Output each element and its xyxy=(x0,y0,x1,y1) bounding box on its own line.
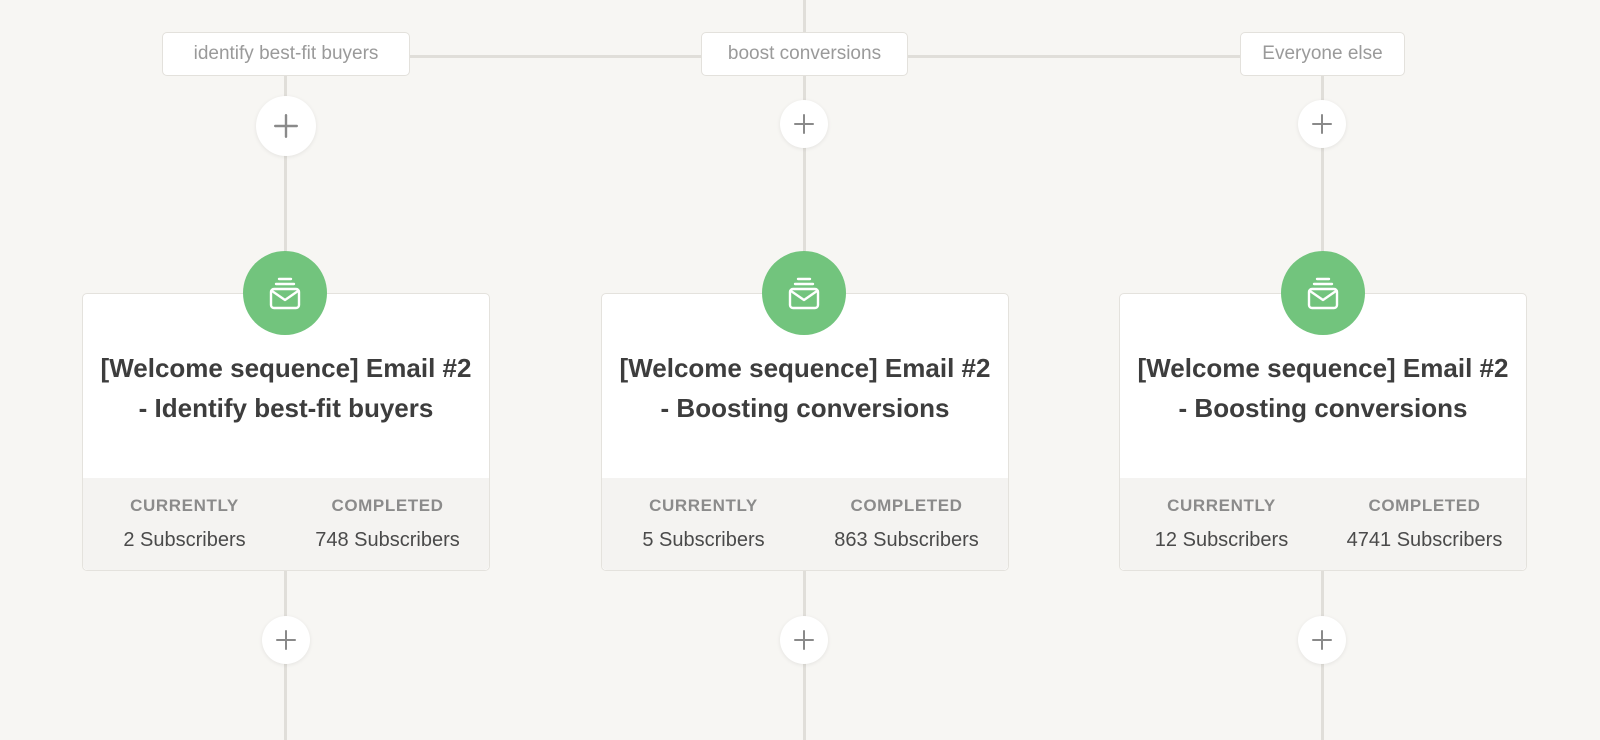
currently-stat: CURRENTLY 12 Subscribers xyxy=(1120,478,1323,570)
email-step-title: [Welcome sequence] Email #2 - Identify b… xyxy=(100,353,472,423)
completed-value: 4741 Subscribers xyxy=(1346,529,1503,551)
email-step-card[interactable]: [Welcome sequence] Email #2 - Boosting c… xyxy=(1119,293,1527,571)
email-badge xyxy=(243,251,327,335)
currently-stat: CURRENTLY 5 Subscribers xyxy=(602,478,805,570)
completed-stat: COMPLETED 748 Subscribers xyxy=(286,478,489,570)
email-step-card[interactable]: [Welcome sequence] Email #2 - Boosting c… xyxy=(601,293,1009,571)
plus-icon xyxy=(1312,630,1332,650)
email-step-stats: CURRENTLY 2 Subscribers COMPLETED 748 Su… xyxy=(83,478,489,570)
completed-stat: COMPLETED 863 Subscribers xyxy=(805,478,1008,570)
email-step-stats: CURRENTLY 12 Subscribers COMPLETED 4741 … xyxy=(1120,478,1526,570)
add-step-button[interactable] xyxy=(1298,100,1346,148)
email-icon xyxy=(1307,277,1339,310)
plus-icon xyxy=(274,114,298,138)
add-step-button[interactable] xyxy=(780,616,828,664)
email-badge xyxy=(1281,251,1365,335)
currently-label: CURRENTLY xyxy=(130,496,239,515)
plus-icon xyxy=(1312,114,1332,134)
email-icon xyxy=(269,277,301,310)
add-step-button[interactable] xyxy=(780,100,828,148)
branch-label[interactable]: identify best-fit buyers xyxy=(162,32,410,76)
plus-icon xyxy=(276,630,296,650)
currently-label: CURRENTLY xyxy=(649,496,758,515)
completed-value: 748 Subscribers xyxy=(315,529,460,551)
email-icon xyxy=(788,277,820,310)
add-step-button[interactable] xyxy=(1298,616,1346,664)
email-step-title: [Welcome sequence] Email #2 - Boosting c… xyxy=(619,353,991,423)
plus-icon xyxy=(794,114,814,134)
add-step-button[interactable] xyxy=(256,96,316,156)
completed-label: COMPLETED xyxy=(1368,496,1481,515)
email-step-title: [Welcome sequence] Email #2 - Boosting c… xyxy=(1137,353,1509,423)
currently-stat: CURRENTLY 2 Subscribers xyxy=(83,478,286,570)
currently-label: CURRENTLY xyxy=(1167,496,1276,515)
connector-top xyxy=(803,0,806,33)
email-badge xyxy=(762,251,846,335)
completed-stat: COMPLETED 4741 Subscribers xyxy=(1323,478,1526,570)
plus-icon xyxy=(794,630,814,650)
add-step-button[interactable] xyxy=(262,616,310,664)
currently-value: 12 Subscribers xyxy=(1154,529,1289,551)
branch-label[interactable]: Everyone else xyxy=(1240,32,1405,76)
completed-label: COMPLETED xyxy=(331,496,444,515)
currently-value: 5 Subscribers xyxy=(642,529,765,551)
email-step-stats: CURRENTLY 5 Subscribers COMPLETED 863 Su… xyxy=(602,478,1008,570)
branch-label[interactable]: boost conversions xyxy=(701,32,908,76)
currently-value: 2 Subscribers xyxy=(123,529,246,551)
completed-value: 863 Subscribers xyxy=(834,529,979,551)
completed-label: COMPLETED xyxy=(850,496,963,515)
email-step-card[interactable]: [Welcome sequence] Email #2 - Identify b… xyxy=(82,293,490,571)
